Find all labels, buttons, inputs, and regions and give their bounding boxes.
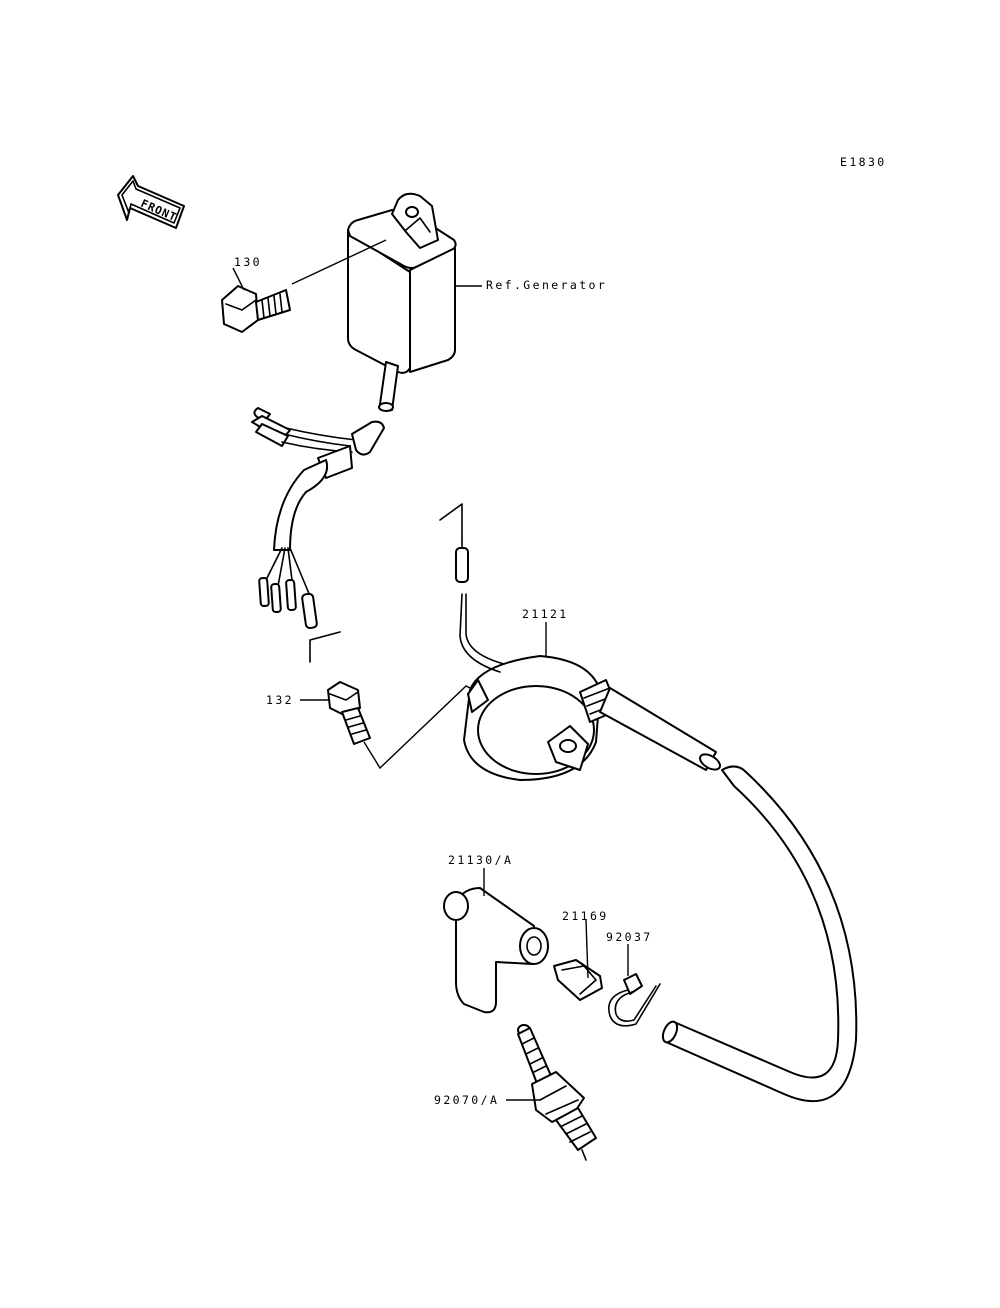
plug-cap-21130a <box>443 887 549 1014</box>
bolt-130 <box>221 239 387 333</box>
label-21169: 21169 <box>562 909 609 923</box>
cdi-unit <box>347 192 457 412</box>
label-130: 130 <box>234 255 262 269</box>
leader-130 <box>232 267 245 291</box>
front-arrow-icon: FRONT <box>117 175 185 229</box>
label-ref-generator: Ref.Generator <box>486 278 607 292</box>
label-92037: 92037 <box>606 930 653 944</box>
spark-plug-92070a <box>517 1024 597 1161</box>
cdi-wire-harness <box>251 407 385 663</box>
bolt-132 <box>327 681 475 770</box>
clip-21169 <box>553 919 603 1001</box>
band-92037 <box>608 944 661 1027</box>
label-21130a: 21130/A <box>448 853 513 867</box>
label-92070a: 92070/A <box>434 1093 499 1107</box>
label-132: 132 <box>266 693 294 707</box>
high-tension-cable <box>661 765 858 1103</box>
label-21121: 21121 <box>522 607 569 621</box>
ignition-coil-21121 <box>439 503 721 781</box>
diagram-code: E1830 <box>840 155 887 169</box>
